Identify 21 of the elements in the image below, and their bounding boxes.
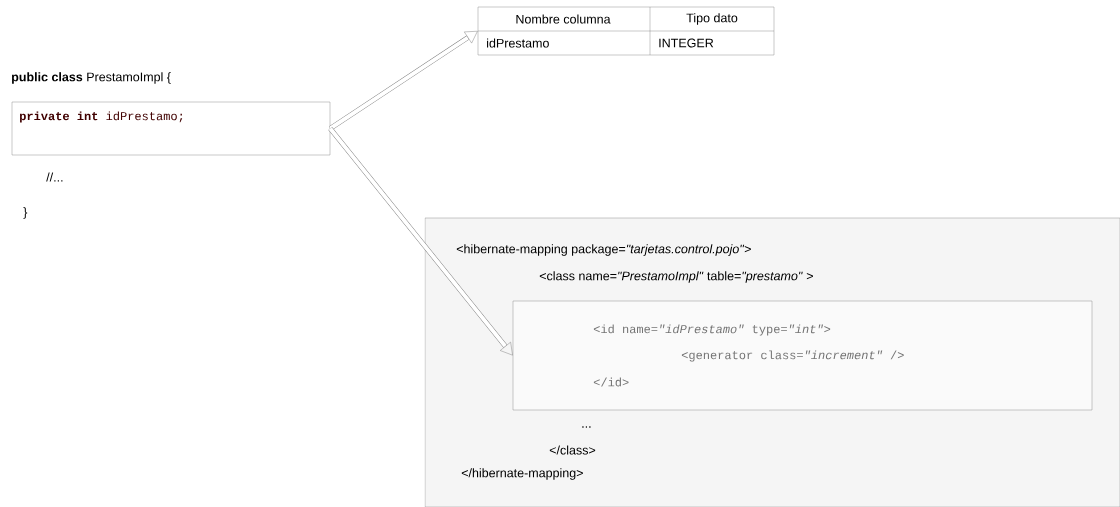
code-box [512,300,1093,411]
code-line: private int idPrestamo; [20,111,183,123]
code-line: ... [582,426,591,428]
table-text: Tipo dato [686,13,738,25]
code-line: </id> [593,377,629,387]
code-line: </class> [549,445,596,455]
code-line: <hibernate-mapping package="tarjetas.control.pojo"> [456,244,751,256]
code-line: <id name="idPrestamo" type="int"> [593,324,831,336]
code-line: <class name="PrestamoImpl" table="prestamo" > [539,271,813,283]
code-box [11,101,331,156]
hollow-arrow [328,31,478,131]
code-line: //... [46,172,63,182]
table-text: idPrestamo [487,38,549,48]
hollow-arrow [328,127,513,356]
code-line: } [23,207,28,219]
code-line: </hibernate-mapping> [461,468,583,480]
code-line: <generator class="increment" /> [681,350,904,362]
code-line: public class PrestamoImpl { [12,72,171,84]
table [477,6,775,56]
table-text: Nombre columna [516,14,611,24]
table-text: INTEGER [659,38,714,48]
